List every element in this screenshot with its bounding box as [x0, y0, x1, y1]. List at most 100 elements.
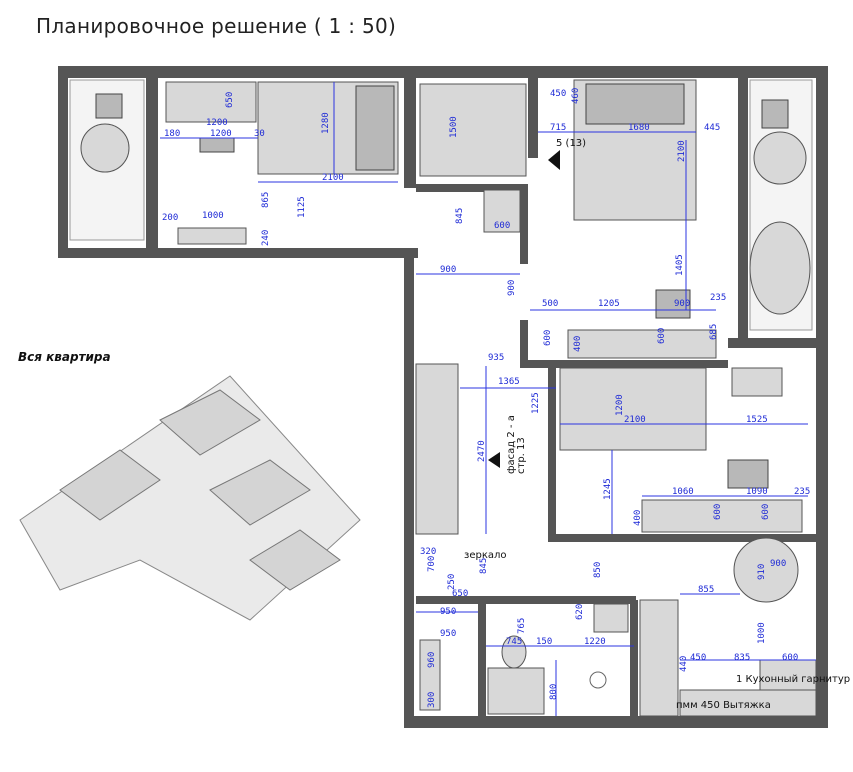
dim-300: 300 — [427, 692, 437, 708]
dim-910: 910 — [757, 564, 767, 580]
dresser — [483, 189, 521, 233]
dim-650b: 650 — [452, 589, 468, 599]
plan-title: Планировочное решение ( 1 : 50) — [36, 14, 397, 38]
dim-700: 700 — [427, 556, 437, 572]
dim-450b: 450 — [690, 653, 706, 663]
desk-1 — [165, 81, 257, 123]
sink — [593, 603, 629, 633]
balcony-left-chair — [95, 93, 123, 119]
section-arrow — [548, 150, 560, 170]
dim-865: 865 — [261, 192, 271, 208]
dim-950a: 950 — [440, 607, 456, 617]
wall-balcony-left — [146, 78, 158, 248]
wall-left-top — [58, 66, 68, 256]
dim-900c: 900 — [674, 299, 690, 309]
dim-835: 835 — [734, 653, 750, 663]
dim-440: 440 — [679, 656, 689, 672]
bathtub — [487, 667, 545, 715]
dim-235a: 235 — [710, 293, 726, 303]
dim-320: 320 — [420, 547, 436, 557]
dim-960: 960 — [427, 652, 437, 668]
dim-30: 30 — [254, 129, 265, 139]
bed-1-pillows — [355, 85, 395, 171]
wall-corridor2 — [520, 320, 528, 368]
dim-650: 650 — [225, 92, 235, 108]
wall-mid-horizontal — [58, 248, 418, 258]
dim-855: 855 — [698, 585, 714, 595]
dim-1000a: 1000 — [202, 211, 224, 221]
dim-240: 240 — [261, 230, 271, 246]
balcony-right-chair — [761, 99, 789, 129]
dim-620: 620 — [575, 604, 585, 620]
chair-1 — [199, 137, 235, 153]
wall-closet — [528, 78, 538, 158]
dim-2100b: 2100 — [677, 140, 687, 162]
dim-600a: 600 — [494, 221, 510, 231]
tv-stand — [641, 499, 803, 533]
bed-2-pillows — [585, 83, 685, 125]
dim-180: 180 — [164, 129, 180, 139]
dim-1365: 1365 — [498, 377, 520, 387]
isometric-label: Вся квартира — [18, 350, 111, 364]
dimension-texts: 650 1200 1200 180 30 1280 2100 865 1125 … — [162, 88, 810, 708]
wall-balcony-right — [738, 78, 748, 338]
walls — [58, 66, 828, 728]
dim-900b: 900 — [507, 280, 517, 296]
dim-150: 150 — [536, 637, 552, 647]
dim-600b: 600 — [543, 330, 553, 346]
dim-935: 935 — [488, 353, 504, 363]
facade-label: фасад 2 - а — [506, 415, 517, 474]
wall-closet-bottom — [416, 184, 528, 192]
wall-left-lower — [404, 248, 414, 728]
dim-1200a: 1200 — [206, 118, 228, 128]
chair-2 — [655, 289, 691, 319]
desk-2 — [567, 329, 717, 359]
kitchen-label: 1 Кухонный гарнитур — [736, 674, 850, 685]
dim-715: 715 — [550, 123, 566, 133]
kitchen-column — [639, 599, 679, 717]
mirror-label: зеркало — [464, 550, 507, 561]
hood-label: пмм 450 Вытяжка — [676, 700, 771, 711]
dim-800: 800 — [549, 684, 559, 700]
dim-450a: 450 — [550, 89, 566, 99]
wall-bedroom1-right — [404, 78, 416, 188]
balcony-left-table — [80, 123, 130, 173]
dim-1500: 1500 — [449, 116, 459, 138]
wall-bath-right — [630, 600, 638, 716]
dim-1090: 1090 — [746, 487, 768, 497]
dim-1060: 1060 — [672, 487, 694, 497]
dim-250: 250 — [447, 574, 457, 590]
facade-page: стр. 13 — [516, 437, 527, 474]
dim-685: 685 — [709, 324, 719, 340]
dim-400a: 400 — [573, 336, 583, 352]
wall-bath-top — [416, 596, 636, 604]
wall-bath-left — [478, 600, 486, 716]
chair-3 — [727, 459, 769, 489]
dim-1280: 1280 — [321, 112, 331, 134]
wall-kitchen-top — [548, 534, 816, 542]
dim-1125: 1125 — [297, 196, 307, 218]
dim-950b: 950 — [440, 629, 456, 639]
dim-900d: 900 — [770, 559, 786, 569]
wall-balcony2-bottom — [728, 338, 818, 348]
dim-445: 445 — [704, 123, 720, 133]
dimension-lines — [160, 82, 816, 716]
dim-850: 850 — [593, 562, 603, 578]
dim-1200b: 1200 — [210, 129, 232, 139]
sofa-bed — [559, 367, 707, 451]
toilet — [501, 635, 527, 669]
dim-745: 745 — [506, 637, 522, 647]
dim-1220: 1220 — [584, 637, 606, 647]
dim-400b: 400 — [633, 510, 643, 526]
wall-bottom — [404, 716, 828, 728]
section-label: 5 (13) — [556, 138, 586, 149]
dim-845a: 845 — [455, 208, 465, 224]
fridge — [759, 659, 817, 691]
dim-1405: 1405 — [675, 254, 685, 276]
dim-1245: 1245 — [603, 478, 613, 500]
dim-600f: 600 — [782, 653, 798, 663]
dim-600c: 600 — [657, 328, 667, 344]
wall-right — [816, 66, 828, 726]
hall-shelf — [419, 639, 441, 711]
